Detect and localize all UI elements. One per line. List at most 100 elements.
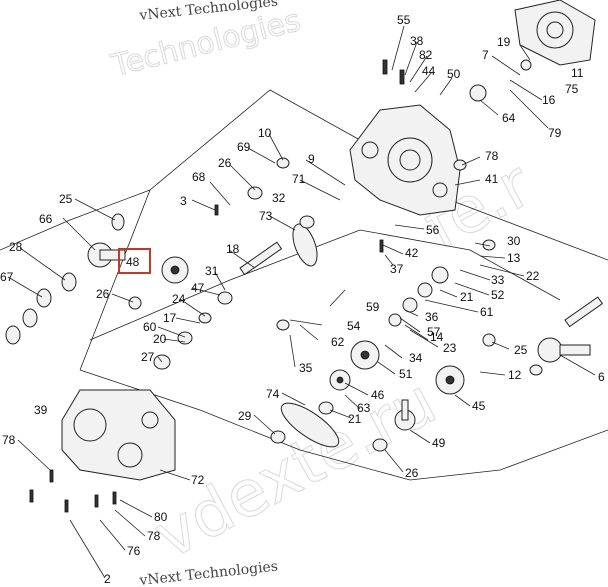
callout-57[interactable]: 57 xyxy=(427,325,441,339)
callout-12[interactable]: 12 xyxy=(508,368,522,382)
callout-32[interactable]: 32 xyxy=(272,191,286,205)
washers xyxy=(5,59,543,452)
callout-23[interactable]: 23 xyxy=(443,341,457,355)
drive-belt-74 xyxy=(280,402,340,448)
callout-31[interactable]: 31 xyxy=(205,264,219,278)
shaft-18 xyxy=(239,241,283,276)
bolts xyxy=(29,59,405,513)
callout-19[interactable]: 19 xyxy=(497,35,511,49)
callout-48-highlighted[interactable]: 48 xyxy=(126,255,140,269)
callout-17[interactable]: 17 xyxy=(163,311,177,325)
callout-11[interactable]: 11 xyxy=(571,66,584,80)
callout-22[interactable]: 22 xyxy=(526,269,540,283)
callout-42[interactable]: 42 xyxy=(405,246,419,260)
bg-watermark-vdexte: vdexte.ru xyxy=(143,365,448,574)
leader-lines xyxy=(7,25,596,579)
callout-2[interactable]: 2 xyxy=(104,572,111,586)
callout-14[interactable]: 14 xyxy=(430,330,444,344)
callout-3[interactable]: 3 xyxy=(180,194,187,208)
callout-35[interactable]: 35 xyxy=(299,361,313,375)
shaft-25 xyxy=(564,296,604,328)
callout-56[interactable]: 56 xyxy=(426,223,440,237)
callout-25[interactable]: 25 xyxy=(59,192,73,206)
callout-73[interactable]: 73 xyxy=(259,209,273,223)
callout-78b[interactable]: 78 xyxy=(2,433,16,447)
callout-13[interactable]: 13 xyxy=(507,251,521,265)
callout-18[interactable]: 18 xyxy=(226,242,240,256)
brand-watermark-bottom: vNext Technologies xyxy=(138,559,279,587)
callout-29[interactable]: 29 xyxy=(238,409,252,423)
callout-82[interactable]: 82 xyxy=(419,48,433,62)
callout-16[interactable]: 16 xyxy=(542,93,556,107)
drive-belt-73 xyxy=(292,223,318,267)
gear-51 xyxy=(350,340,380,370)
callout-25b[interactable]: 25 xyxy=(514,343,528,357)
callout-34[interactable]: 34 xyxy=(409,351,423,365)
gear-48 xyxy=(161,256,189,284)
callout-78c[interactable]: 78 xyxy=(147,529,161,543)
callout-37[interactable]: 37 xyxy=(390,262,404,276)
callout-54[interactable]: 54 xyxy=(347,319,361,333)
callout-33[interactable]: 33 xyxy=(491,273,505,287)
callout-39[interactable]: 39 xyxy=(34,403,48,417)
callout-74[interactable]: 74 xyxy=(266,387,280,401)
callout-36[interactable]: 36 xyxy=(425,310,439,324)
callout-6[interactable]: 6 xyxy=(598,370,605,384)
callout-71[interactable]: 71 xyxy=(292,172,306,186)
callout-30[interactable]: 30 xyxy=(507,234,521,248)
callout-26b[interactable]: 26 xyxy=(96,287,110,301)
callout-26c[interactable]: 26 xyxy=(405,466,419,480)
callout-66[interactable]: 66 xyxy=(39,212,53,226)
callout-79[interactable]: 79 xyxy=(548,126,562,140)
callout-64[interactable]: 64 xyxy=(502,111,516,125)
callout-44[interactable]: 44 xyxy=(422,64,436,78)
callout-62[interactable]: 62 xyxy=(331,335,345,349)
callout-59[interactable]: 59 xyxy=(366,300,380,314)
callout-49[interactable]: 49 xyxy=(432,436,446,450)
callout-78[interactable]: 78 xyxy=(485,149,499,163)
callout-45[interactable]: 45 xyxy=(472,399,486,413)
callout-24[interactable]: 24 xyxy=(172,292,186,306)
gear-6 xyxy=(537,337,591,363)
callout-50[interactable]: 50 xyxy=(447,67,461,81)
callout-67[interactable]: 67 xyxy=(0,270,14,284)
callout-68[interactable]: 68 xyxy=(192,170,206,184)
callout-69[interactable]: 69 xyxy=(237,140,251,154)
gear-49 xyxy=(394,399,416,431)
callout-labels: 55 38 82 44 50 19 7 11 16 75 79 64 10 69… xyxy=(0,13,605,586)
callout-26[interactable]: 26 xyxy=(218,156,232,170)
frame-upper xyxy=(79,89,608,371)
callout-20[interactable]: 20 xyxy=(153,332,167,346)
callout-75[interactable]: 75 xyxy=(565,82,579,96)
callout-76[interactable]: 76 xyxy=(127,544,141,558)
gear-21-stack xyxy=(388,266,449,327)
frame-inner xyxy=(89,229,561,341)
callout-51[interactable]: 51 xyxy=(399,367,413,381)
gear-46 xyxy=(329,369,351,391)
callout-21a[interactable]: 21 xyxy=(460,290,474,304)
top-cover xyxy=(514,0,596,66)
callout-80[interactable]: 80 xyxy=(154,510,168,524)
callout-10[interactable]: 10 xyxy=(258,126,272,140)
side-cover xyxy=(61,389,176,481)
callout-38[interactable]: 38 xyxy=(410,34,424,48)
main-housing xyxy=(349,104,461,216)
callout-55[interactable]: 55 xyxy=(397,13,411,27)
gear-45 xyxy=(435,365,465,395)
frame-lower xyxy=(79,369,608,481)
callout-47[interactable]: 47 xyxy=(191,281,205,295)
callout-21b[interactable]: 21 xyxy=(348,412,362,426)
callout-72[interactable]: 72 xyxy=(191,473,205,487)
callout-46[interactable]: 46 xyxy=(371,388,385,402)
highlighted-callout-box xyxy=(118,248,151,274)
callout-41[interactable]: 41 xyxy=(485,172,499,186)
callout-63[interactable]: 63 xyxy=(357,401,371,415)
callout-60[interactable]: 60 xyxy=(143,320,157,334)
callout-28[interactable]: 28 xyxy=(9,240,23,254)
callout-9[interactable]: 9 xyxy=(308,152,315,166)
callout-61[interactable]: 61 xyxy=(480,305,494,319)
callout-27[interactable]: 27 xyxy=(141,350,155,364)
callout-7[interactable]: 7 xyxy=(482,48,489,62)
callout-52[interactable]: 52 xyxy=(491,288,505,302)
